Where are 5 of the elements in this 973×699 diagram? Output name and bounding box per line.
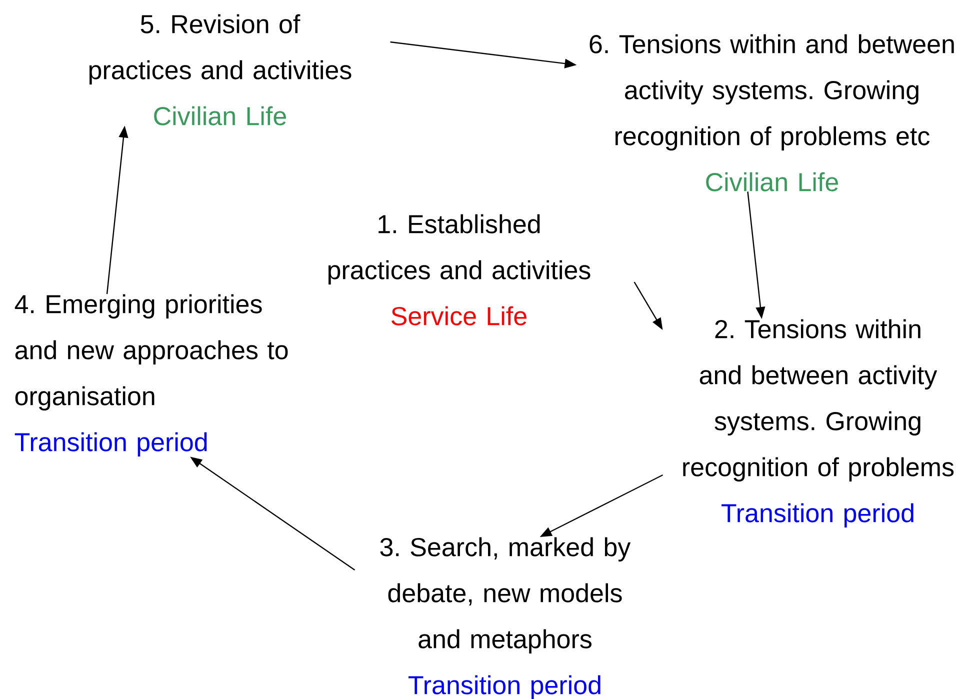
step-text: 2. Tensions within and between activity systems. Growing recognition of problems Transition period	[683, 319, 954, 528]
step-text: 5. Revision of practices and activities Civilian Life	[89, 14, 352, 126]
step-text: 4. Emerging priorities and new approaches to organisation Transition period	[14, 294, 288, 456]
step-text: 1. Established practices and activities Service Life	[328, 214, 590, 326]
step-text: 6. Tensions within and between activity systems. Growing recognition of problems etc Civilian Life	[590, 34, 954, 192]
